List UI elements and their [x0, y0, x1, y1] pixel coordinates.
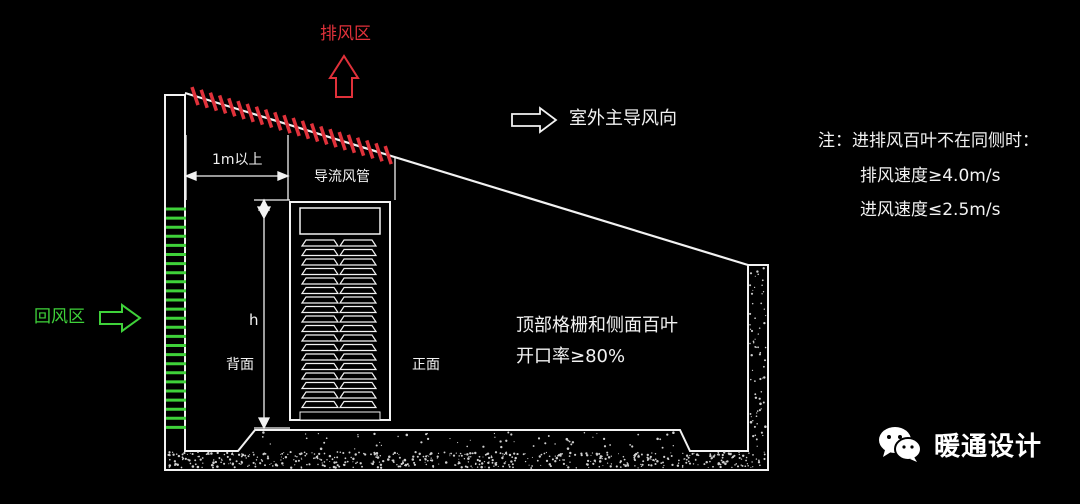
- exhaust-arrow: [328, 54, 360, 98]
- exhaust-zone-label: 排风区: [320, 24, 371, 44]
- return-air-arrow: [99, 303, 142, 333]
- distance-label: 1m以上: [212, 152, 263, 168]
- return-zone-label: 回风区: [34, 307, 85, 327]
- note-title: 注：进排风百叶不在同侧时：: [818, 131, 1039, 151]
- note-exhaust-speed: 排风速度≥4.0m/s: [860, 166, 1001, 186]
- front-label: 正面: [412, 357, 440, 373]
- wind-direction-label: 室外主导风向: [569, 108, 677, 129]
- height-dimension: [254, 198, 290, 430]
- opening-rate-line1: 顶部格栅和侧面百叶: [516, 315, 678, 336]
- distance-dimension: [184, 135, 290, 200]
- note-intake-speed: 进风速度≤2.5m/s: [860, 200, 1001, 220]
- height-label: h: [249, 311, 259, 329]
- opening-rate-line2: 开口率≥80%: [516, 346, 626, 367]
- return-air-louvre: [166, 207, 186, 429]
- watermark: 暖通设计: [876, 424, 1042, 464]
- wind-direction-arrow: [511, 106, 558, 134]
- back-label: 背面: [226, 357, 254, 373]
- wechat-icon: [879, 427, 922, 462]
- watermark-text: 暖通设计: [934, 431, 1043, 462]
- outdoor-unit: [289, 201, 391, 421]
- duct-label: 导流风管: [314, 169, 370, 185]
- top-grille: [190, 86, 393, 165]
